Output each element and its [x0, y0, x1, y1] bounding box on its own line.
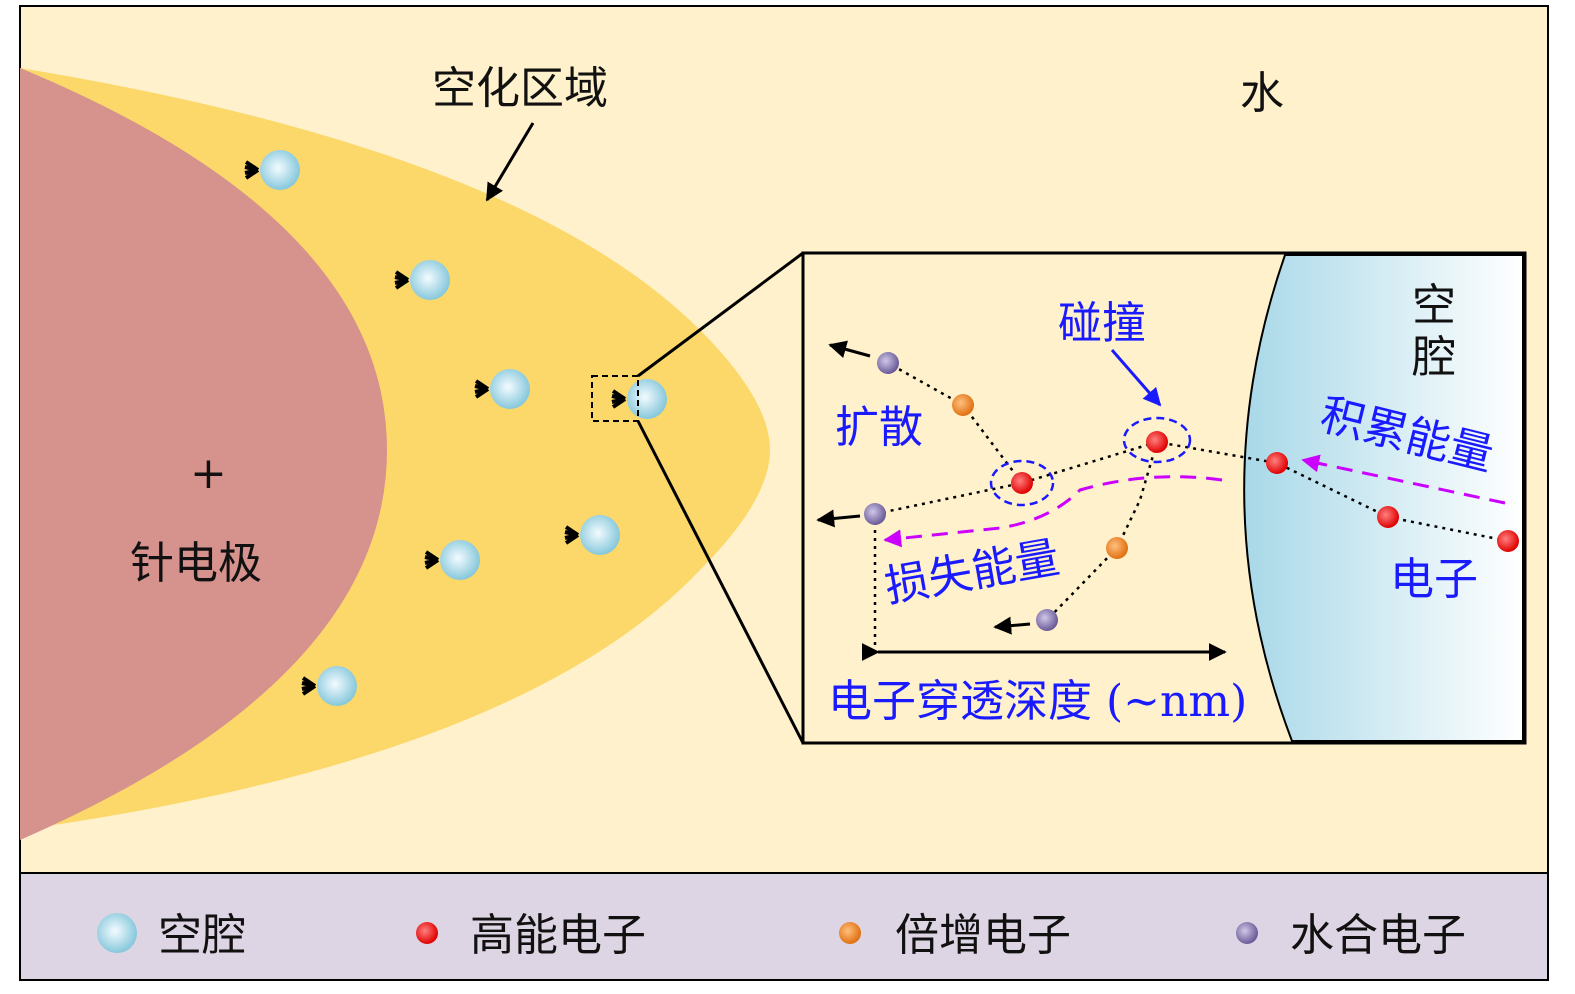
- bubble-icon: [244, 150, 300, 190]
- bubble-icon: [394, 260, 450, 300]
- cavity-label-2: 腔: [1412, 332, 1456, 383]
- bubble-icon: [301, 666, 357, 706]
- penetration-depth-label: 电子穿透深度 (~nm): [828, 676, 1247, 727]
- diffusion-label: 扩散: [835, 402, 923, 453]
- legend-hydrated-electron-icon: [1236, 922, 1258, 944]
- bubble-icon: [564, 515, 620, 555]
- legend-label: 倍增电子: [895, 910, 1071, 961]
- cavity-label-1: 空: [1412, 280, 1456, 331]
- legend-label: 高能电子: [470, 910, 646, 961]
- bubbles: [244, 150, 667, 706]
- electron-label: 电子: [1390, 554, 1478, 605]
- legend-multiplied-electron-icon: [839, 922, 861, 944]
- plus-sign: +: [190, 448, 227, 499]
- zoom-box: [591, 375, 639, 422]
- bubble-icon: [424, 540, 480, 580]
- legend-cavity-icon: [97, 913, 137, 953]
- legend-label: 水合电子: [1290, 910, 1466, 961]
- bubble-icon: [474, 369, 530, 409]
- collision-label: 碰撞: [1058, 298, 1146, 349]
- needle-electrode: [20, 68, 387, 840]
- legend-label: 空腔: [158, 910, 246, 961]
- legend: 空腔 高能电子 倍增电子 水合电子: [19, 872, 1549, 981]
- electrode-label: 针电极: [130, 538, 262, 589]
- bubble-icon: [611, 379, 667, 419]
- inset: 空 腔 碰撞 扩散 积累能量 损失能量 电子 电子穿透深度 (~n: [801, 251, 1527, 745]
- legend-high-energy-electron-icon: [416, 922, 438, 944]
- depletion-label: 空化区域: [432, 63, 608, 114]
- water-label: 水: [1240, 68, 1284, 119]
- depletion-arrow: [485, 122, 535, 202]
